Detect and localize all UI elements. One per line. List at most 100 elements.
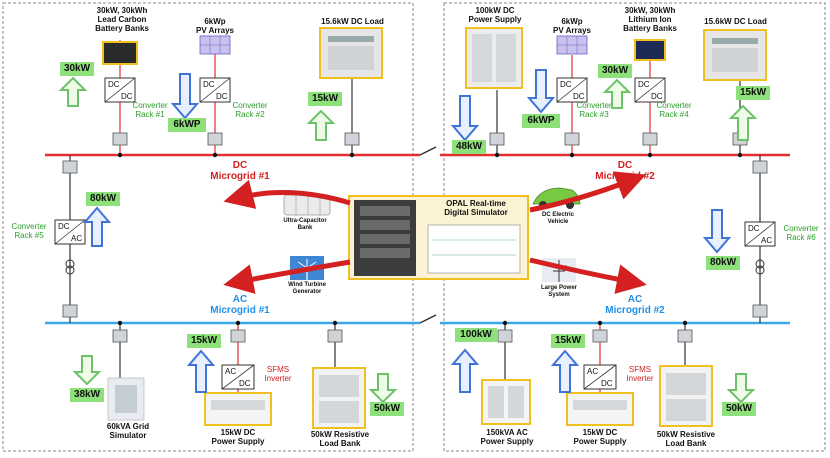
transformer-icon: [755, 265, 765, 275]
meter-icon: [592, 329, 608, 343]
meter-icon: [489, 132, 505, 146]
ac-supply-up-arrow: [450, 348, 480, 393]
dc-power-supply-icon: [465, 27, 523, 89]
ac2-load-down-arrow: [726, 373, 756, 404]
converter-label-out: DC: [651, 92, 663, 101]
pv2-down-arrow: [526, 69, 556, 114]
meter-icon: [752, 160, 768, 174]
converter-rack-3-label: Converter Rack #3: [576, 101, 612, 119]
red-arrow-to-ac2: [529, 257, 647, 294]
pv1-down-arrow: [170, 73, 200, 120]
ev-label: DC Electric Vehicle: [541, 212, 574, 225]
meter-icon: [207, 132, 223, 146]
opal-simulator-icon: [348, 195, 529, 280]
ac1-dc-supply-up-arrow: [186, 349, 216, 393]
dc-supply-down-arrow: [450, 95, 480, 142]
transformer-icon: [755, 259, 765, 269]
meter-icon: [327, 329, 343, 343]
meter-icon: [677, 329, 693, 343]
battery2-up-arrow: [602, 78, 632, 109]
converter-diagonal: [583, 364, 617, 390]
grid-sim-power: 38kW: [70, 388, 104, 402]
converter-rack-5-power: 80kW: [86, 192, 120, 206]
ultracap-label: Ultra-Capacitor Bank: [283, 218, 327, 231]
ac2-dc-supply-up-arrow: [550, 349, 580, 393]
converter-diagonal: [556, 77, 588, 103]
converter-label-in: DC: [58, 222, 70, 231]
converter-label-out: AC: [761, 236, 772, 245]
bus-node: [569, 152, 575, 158]
red-arrow-to-dc2: [529, 171, 647, 213]
bus-node: [647, 152, 653, 158]
bus-node: [494, 152, 500, 158]
meter-icon: [344, 132, 360, 146]
lead-carbon-battery-icon: [102, 41, 138, 65]
converter-label-out: DC: [239, 379, 251, 388]
conv6-down-arrow: [702, 209, 732, 254]
bus-node: [682, 320, 688, 326]
dc-supply-label: 100kW DC Power Supply: [468, 6, 522, 24]
battery-1-label: 30kW, 30kWh Lead Carbon Battery Banks: [95, 6, 149, 33]
battery-1-power: 30kW: [60, 62, 94, 76]
bus-node: [235, 320, 241, 326]
converter-diagonal: [199, 77, 231, 103]
left-half-frame: [2, 2, 414, 452]
bus-node: [332, 320, 338, 326]
converter-diagonal: [104, 77, 136, 103]
conv5-up-arrow: [82, 206, 112, 247]
ac2-load-bank-icon: [659, 365, 713, 427]
ac1-load-power: 50kW: [370, 402, 404, 416]
converter-rack-4-label: Converter Rack #4: [656, 101, 692, 119]
dc-load-1-power: 15kW: [308, 92, 342, 106]
ac1-load-down-arrow: [368, 373, 398, 404]
meter-icon: [112, 132, 128, 146]
pv-2-label: 6kWp PV Arrays: [553, 17, 591, 35]
meter-icon: [497, 329, 513, 343]
meter-icon: [642, 132, 658, 146]
opal-simulator-label: OPAL Real-time Digital Simulator: [444, 199, 508, 217]
right-half-frame: [443, 2, 826, 452]
sfms-inverter-2-label: SFMS Inverter: [626, 365, 654, 383]
converter-rack-1-label: Converter Rack #1: [132, 101, 168, 119]
dc-bus-break-1: [419, 146, 437, 156]
wind-turbine-label: Wind Turbine Generator: [288, 282, 326, 295]
converter-rack-6-power: 80kW: [706, 256, 740, 270]
ac1-dc-supply-label: 15kW DC Power Supply: [211, 428, 265, 446]
load1-up-arrow: [306, 109, 336, 141]
meter-icon: [62, 304, 78, 318]
converter-diagonal: [221, 364, 255, 390]
converter-label-in: AC: [225, 367, 236, 376]
ac1-load-label: 50kW Resistive Load Bank: [310, 430, 370, 448]
ac1-dc-supply-power: 15kW: [187, 334, 221, 348]
battery-2-power: 30kW: [598, 64, 632, 78]
converter-label-out: DC: [573, 92, 585, 101]
converter-diagonal: [634, 77, 666, 103]
battery1-up-arrow: [58, 76, 88, 107]
ac-power-supply-icon: [481, 379, 531, 425]
pv-array-icon-1: [199, 35, 231, 55]
ac-microgrid-1-label: AC Microgrid #1: [210, 294, 270, 316]
converter-label-out: DC: [216, 92, 228, 101]
converter-label-out: AC: [71, 234, 82, 243]
battery-2-label: 30kW, 30kWh Lithium Ion Battery Banks: [623, 6, 677, 33]
grid-simulator-icon: [107, 377, 145, 421]
converter-label-in: DC: [560, 80, 572, 89]
pv-array-icon-2: [556, 35, 588, 55]
ac-supply-label: 150kVA AC Power Supply: [480, 428, 534, 446]
bus-node: [502, 320, 508, 326]
transformer-icon: [65, 265, 75, 275]
ac2-load-power: 50kW: [722, 402, 756, 416]
bus-node: [212, 152, 218, 158]
dc-load-icon-2: [703, 29, 767, 81]
dc-load-2-label: 15.6kW DC Load: [704, 17, 767, 26]
pv-2-power: 6kWP: [522, 114, 560, 128]
converter-rack-2-label: Converter Rack #2: [232, 101, 268, 119]
sfms-inverter-1-label: SFMS Inverter: [264, 365, 292, 383]
load2-up-arrow: [728, 104, 758, 141]
meter-icon: [230, 329, 246, 343]
converter-label-in: AC: [587, 367, 598, 376]
ac2-dc-supply-label: 15kW DC Power Supply: [573, 428, 627, 446]
bus-node: [349, 152, 355, 158]
